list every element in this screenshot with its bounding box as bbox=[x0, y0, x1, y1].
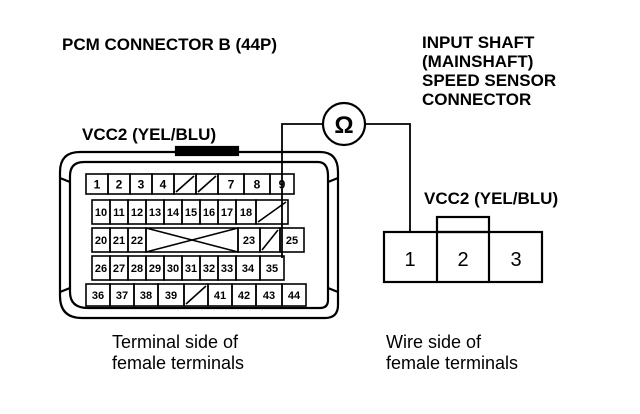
pcm-terminal-label: 37 bbox=[116, 290, 128, 302]
pcm-terminal-cell bbox=[279, 227, 305, 253]
sensor-connector-lock bbox=[435, 215, 491, 234]
ohmmeter-circle bbox=[321, 101, 367, 147]
sensor-title-line-2: (MAINSHAFT) bbox=[422, 52, 534, 71]
pcm-terminal-label: 3 bbox=[138, 177, 145, 191]
sensor-title-line-1: INPUT SHAFT bbox=[422, 33, 535, 52]
pcm-terminal-label: 11 bbox=[113, 207, 125, 219]
pcm-terminal-label: 27 bbox=[113, 263, 125, 275]
pcm-terminal-label: 14 bbox=[167, 207, 180, 219]
pcm-terminal-label: 10 bbox=[95, 207, 107, 219]
pcm-terminal-label: 34 bbox=[242, 263, 255, 275]
pcm-terminal-label: 23 bbox=[243, 235, 255, 247]
pcm-terminal-label: 21 bbox=[113, 235, 125, 247]
pcm-terminal-label: 12 bbox=[131, 207, 143, 219]
pcm-terminal-label: 26 bbox=[95, 263, 107, 275]
pcm-terminal-label: 41 bbox=[214, 290, 226, 302]
pcm-terminal-label: 1 bbox=[94, 177, 101, 191]
pcm-terminal-label: 17 bbox=[221, 207, 233, 219]
sensor-connector bbox=[382, 215, 544, 284]
pcm-wire-label: VCC2 (YEL/BLU) bbox=[82, 125, 217, 144]
pcm-terminal-label: 7 bbox=[228, 177, 235, 191]
sensor-title-line-3: SPEED SENSOR bbox=[422, 71, 557, 90]
pcm-terminal-label: 28 bbox=[131, 263, 143, 275]
pcm-terminal-cell bbox=[281, 283, 307, 307]
blank-terminal-slash bbox=[197, 175, 217, 193]
pcm-terminal-cell bbox=[255, 199, 289, 225]
ohm-symbol: Ω bbox=[334, 112, 353, 139]
sensor-terminal-label: 1 bbox=[404, 249, 415, 271]
blank-terminal-slash bbox=[261, 229, 279, 251]
sensor-caption-line-2: female terminals bbox=[386, 353, 519, 373]
pcm-terminal-label: 35 bbox=[266, 263, 278, 275]
pcm-terminal-label: 32 bbox=[203, 263, 215, 275]
pcm-terminal-label: 18 bbox=[240, 207, 252, 219]
pcm-terminal-label: 43 bbox=[263, 290, 275, 302]
pcm-terminal-label: 39 bbox=[165, 290, 177, 302]
ohmmeter: Ω bbox=[321, 101, 367, 147]
sensor-terminal-label: 3 bbox=[510, 249, 521, 271]
sensor-terminal-label: 2 bbox=[457, 249, 468, 271]
pcm-caption-line-1: Terminal side of bbox=[112, 332, 239, 352]
pcm-terminal-cell bbox=[259, 255, 285, 281]
ohmmeter-leads bbox=[281, 123, 411, 258]
pcm-terminal-label: 30 bbox=[167, 263, 179, 275]
blank-terminal-slash bbox=[185, 285, 207, 305]
sensor-caption-line-1: Wire side of bbox=[386, 332, 482, 352]
pcm-terminal-label: 38 bbox=[140, 290, 152, 302]
pcm-terminal-label: 22 bbox=[131, 235, 143, 247]
pcm-connector-title: PCM CONNECTOR B (44P) bbox=[62, 35, 278, 54]
pcm-terminal-label: 13 bbox=[149, 207, 161, 219]
pcm-caption-line-2: female terminals bbox=[112, 353, 245, 373]
pcm-terminal-label: 33 bbox=[221, 263, 233, 275]
pcm-terminal-label: 25 bbox=[286, 235, 298, 247]
sensor-probe-lead bbox=[366, 123, 411, 232]
pcm-terminal-label: 20 bbox=[95, 235, 107, 247]
sensor-wire-label: VCC2 (YEL/BLU) bbox=[424, 189, 559, 208]
pcm-terminal-label: 8 bbox=[254, 177, 261, 191]
blank-block-cross bbox=[145, 227, 239, 253]
pcm-terminal-label: 15 bbox=[185, 207, 197, 219]
pcm-terminal-label: 4 bbox=[160, 177, 167, 191]
sensor-title-line-4: CONNECTOR bbox=[422, 90, 532, 109]
pcm-terminal-label: 36 bbox=[92, 290, 104, 302]
pcm-terminal-label: 42 bbox=[238, 290, 250, 302]
blank-terminal-slash bbox=[175, 175, 195, 193]
pcm-terminal-label: 44 bbox=[288, 290, 301, 302]
pcm-probe-lead bbox=[281, 123, 323, 258]
pcm-connector-housing bbox=[58, 145, 340, 320]
pcm-terminal-label: 2 bbox=[116, 177, 123, 191]
sensor-terminal-labels: 1 2 3 bbox=[404, 249, 521, 271]
pcm-terminal-label: 16 bbox=[203, 207, 215, 219]
pcm-terminal-label: 31 bbox=[185, 263, 197, 275]
pcm-terminal-label: 29 bbox=[149, 263, 161, 275]
